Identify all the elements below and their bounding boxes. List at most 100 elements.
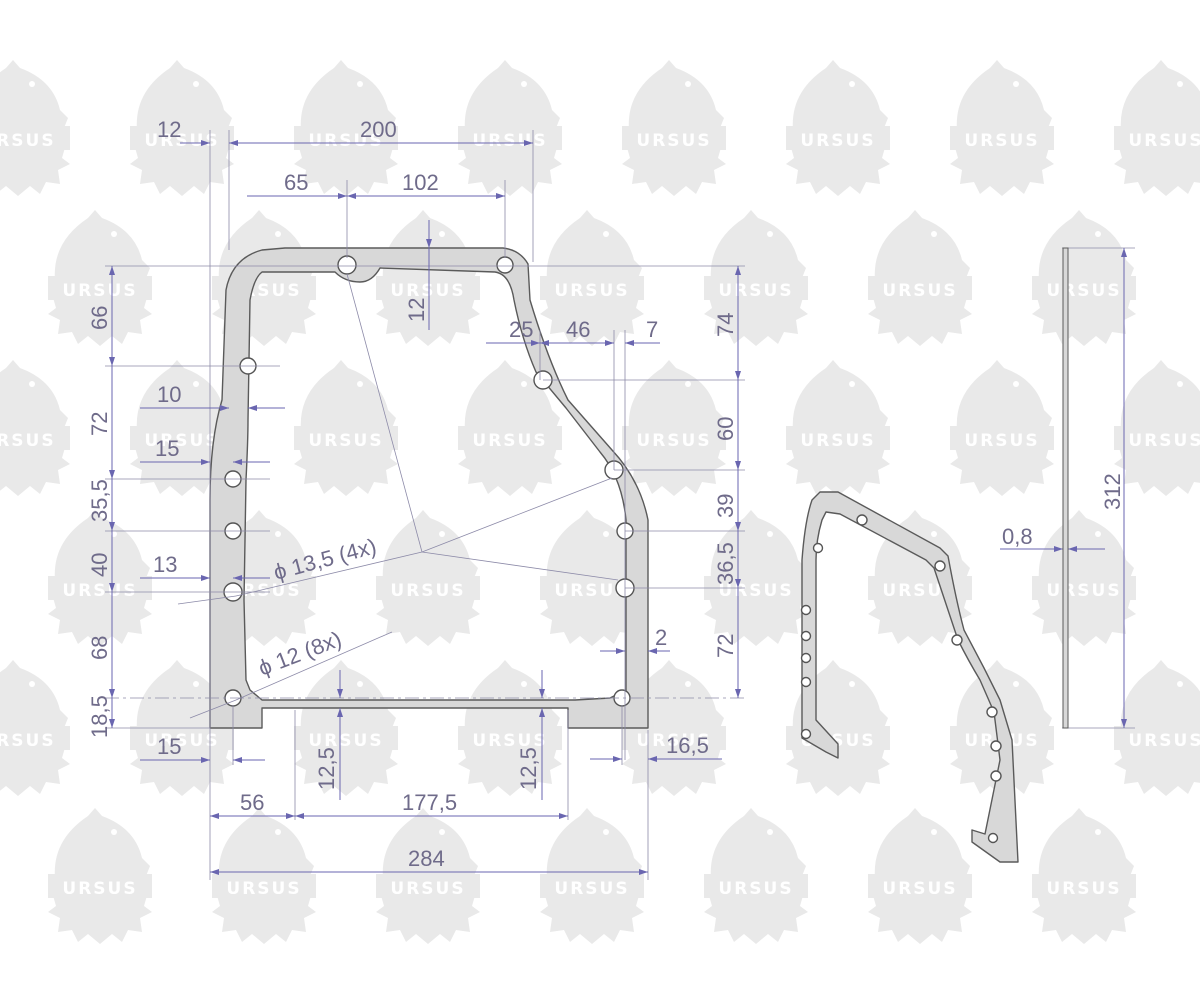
dim-bottom-15: 15	[157, 734, 181, 759]
ursus-logo-text: URSUS	[882, 581, 957, 601]
ursus-logo-icon: URSUS	[868, 510, 972, 646]
ursus-logo-text: URSUS	[554, 879, 629, 899]
dim-left-10: 10	[157, 382, 181, 407]
ursus-logo-text: URSUS	[1128, 131, 1200, 151]
ursus-logo-text: URSUS	[964, 431, 1039, 451]
ursus-logo-text: URSUS	[62, 581, 137, 601]
ursus-logo-text: URSUS	[0, 431, 56, 451]
bolt-hole	[990, 740, 1002, 752]
dim-bottom-12-5-a: 12,5	[314, 747, 339, 790]
dim-right-74: 74	[713, 313, 738, 337]
ursus-logo-icon: URSUS	[1114, 60, 1200, 196]
ursus-logo-text: URSUS	[0, 131, 56, 151]
bolt-hole	[986, 706, 998, 718]
ursus-logo-text: URSUS	[882, 281, 957, 301]
ursus-logo-text: URSUS	[390, 879, 465, 899]
ursus-logo-icon: URSUS	[48, 510, 152, 646]
ursus-logo-icon: URSUS	[48, 210, 152, 346]
ursus-logo-text: URSUS	[1046, 581, 1121, 601]
ursus-logo-text: URSUS	[554, 581, 629, 601]
side-view-strip	[1062, 247, 1069, 729]
dim-right-39: 39	[713, 494, 738, 518]
ursus-logo-icon: URSUS	[376, 510, 480, 646]
ursus-logo-text: URSUS	[144, 131, 219, 151]
bolt-hole	[800, 676, 812, 688]
dim-top-200: 200	[360, 117, 397, 142]
dim-height-312: 312	[1100, 473, 1125, 510]
bolt-hole	[987, 832, 999, 844]
ursus-logo-text: URSUS	[1046, 281, 1121, 301]
ursus-logo-text: URSUS	[636, 131, 711, 151]
ursus-logo-icon: URSUS	[1032, 210, 1136, 346]
dim-right-72: 72	[713, 634, 738, 658]
dim-bottom-12-5-b: 12,5	[516, 747, 541, 790]
ursus-logo-icon: URSUS	[48, 808, 152, 944]
ursus-logo-icon: URSUS	[130, 360, 234, 496]
ursus-logo-text: URSUS	[308, 731, 383, 751]
dim-right-25: 25	[509, 317, 533, 342]
bolt-hole	[496, 256, 514, 274]
ursus-logo-icon: URSUS	[458, 660, 562, 796]
bolt-hole	[990, 770, 1002, 782]
ursus-logo-text: URSUS	[718, 281, 793, 301]
gasket-perspective-view	[800, 491, 1019, 863]
ursus-logo-text: URSUS	[1046, 879, 1121, 899]
dim-right-16-5: 16,5	[666, 733, 709, 758]
ursus-logo-text: URSUS	[472, 131, 547, 151]
ursus-logo-text: URSUS	[1128, 731, 1200, 751]
hole-leader-lines	[177, 273, 619, 719]
ursus-logo-text: URSUS	[144, 731, 219, 751]
ursus-logo-icon: URSUS	[868, 808, 972, 944]
dim-bottom-56: 56	[240, 790, 264, 815]
dim-bottom-284: 284	[408, 846, 445, 871]
ursus-logo-text: URSUS	[800, 431, 875, 451]
ursus-logo-icon: URSUS	[1032, 510, 1136, 646]
bolt-hole	[800, 604, 812, 616]
ursus-logo-text: URSUS	[718, 879, 793, 899]
bolt-hole	[800, 652, 812, 664]
ursus-logo-icon: URSUS	[294, 660, 398, 796]
dim-top-12: 12	[157, 117, 181, 142]
ursus-logo-text: URSUS	[62, 879, 137, 899]
ursus-logo-text: URSUS	[390, 581, 465, 601]
bolt-hole	[800, 728, 812, 740]
ursus-logo-icon: URSUS	[1114, 660, 1200, 796]
dim-left-40: 40	[87, 553, 112, 577]
dim-bottom-177-5: 177,5	[402, 790, 457, 815]
bolt-hole	[337, 255, 357, 275]
ursus-logo-icon: URSUS	[294, 360, 398, 496]
ursus-logo-icon: URSUS	[1114, 360, 1200, 496]
bolt-hole	[951, 634, 963, 646]
ursus-logo-icon: URSUS	[540, 210, 644, 346]
dim-left-18-5: 18,5	[87, 695, 112, 738]
ursus-logo-icon: URSUS	[540, 510, 644, 646]
dim-top-102: 102	[402, 170, 439, 195]
bolt-hole	[812, 542, 824, 554]
ursus-logo-text: URSUS	[62, 281, 137, 301]
dim-left-15: 15	[155, 436, 179, 461]
bolt-hole	[800, 630, 812, 642]
dim-left-66: 66	[87, 306, 112, 330]
ursus-logo-icon: URSUS	[950, 360, 1054, 496]
ursus-logo-text: URSUS	[226, 879, 301, 899]
dim-left-72: 72	[87, 412, 112, 436]
dimension-lines	[109, 140, 1127, 875]
dim-top-65: 65	[284, 170, 308, 195]
ursus-logo-icon: URSUS	[212, 808, 316, 944]
ursus-logo-icon: URSUS	[786, 60, 890, 196]
ursus-logo-text: URSUS	[800, 131, 875, 151]
dim-right-46: 46	[566, 317, 590, 342]
ursus-logo-icon: URSUS	[376, 808, 480, 944]
ursus-logo-icon: URSUS	[786, 360, 890, 496]
ursus-logo-icon: URSUS	[950, 60, 1054, 196]
ursus-logo-icon: URSUS	[622, 360, 726, 496]
ursus-logo-icon: URSUS	[622, 660, 726, 796]
ursus-logo-text: URSUS	[390, 281, 465, 301]
ursus-logo-icon: URSUS	[130, 660, 234, 796]
dim-left-13: 13	[153, 552, 177, 577]
ursus-logo-icon: URSUS	[376, 210, 480, 346]
ursus-logo-text: URSUS	[964, 131, 1039, 151]
dim-right-7: 7	[646, 317, 658, 342]
ursus-logo-icon: URSUS	[458, 360, 562, 496]
